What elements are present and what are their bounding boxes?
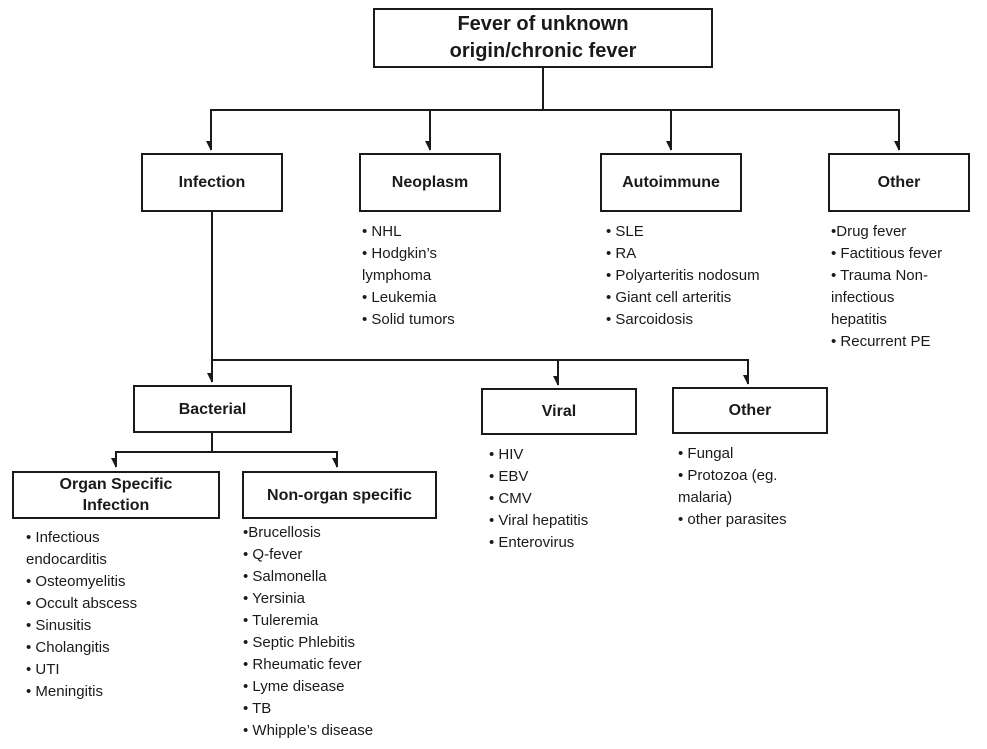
text-line: Infection [82,497,150,514]
text-line: infectious [831,289,895,306]
text-line: • Trauma Non- [831,267,928,284]
text-line: • Meningitis [26,683,103,700]
text-line: • Solid tumors [362,311,455,328]
text-line: • Cholangitis [26,639,110,656]
text-line: Fever of unknown [457,13,629,35]
text-line: • Leukemia [362,289,437,306]
text-line: • EBV [489,468,529,485]
text-line: • HIV [489,446,524,463]
text-line: • Salmonella [243,568,327,585]
text-line: • NHL [362,223,402,240]
text-line: • Whipple’s disease [243,722,374,739]
node-viral: Viral [481,388,637,435]
text-line: • RA [606,245,637,262]
text-line: • Giant cell arteritis [606,289,732,306]
text-line: • Factitious fever [831,245,943,262]
text-line: • Occult abscess [26,595,138,612]
other-mid-list: • Fungal • Protozoa (eg. malaria) • other p… [678,443,787,531]
text-line: • other parasites [678,511,787,528]
text-line: • Septic Phlebitis [243,634,355,651]
text-line: • Sinusitis [26,617,92,634]
text-line: • Protozoa (eg. [678,467,778,484]
text-line: malaria) [678,489,733,506]
text-line: hepatitis [831,311,887,328]
node-non-organ-specific: Non-organ specific [242,471,437,519]
node-neoplasm: Neoplasm [359,153,501,212]
text-line: • Rheumatic fever [243,656,362,673]
text-line: • Enterovirus [489,534,575,551]
text-line: endocarditis [26,551,107,568]
text-line: • Sarcoidosis [606,311,693,328]
node-other-top: Other [828,153,970,212]
node-autoimmune: Autoimmune [600,153,742,212]
text-line: • Recurrent PE [831,333,931,350]
node-infection: Infection [141,153,283,212]
autoimmune-list: • SLE • RA • Polyarteritis nodosum • Giant … [606,221,760,331]
non-organ-list: •Brucellosis • Q-fever • Salmonella • Yersi… [243,522,373,742]
text-line: • UTI [26,661,60,678]
node-bacterial: Bacterial [133,385,292,433]
text-line: •Brucellosis [243,524,321,541]
text-line: • Fungal [678,445,734,462]
text-line: • Polyarteritis nodosum [606,267,760,284]
viral-list: • HIV • EBV • CMV • Viral hepatitis • Entero… [489,444,588,554]
text-line: • TB [243,700,272,717]
organ-specific-list: • Infectious endocarditis • Osteomyelitis •… [26,527,137,703]
text-line: • Viral hepatitis [489,512,589,529]
neoplasm-list: • NHL • Hodgkin’s lymphoma • Leukemia • Soli… [362,221,455,331]
text-line: • Hodgkin’s [362,245,438,262]
node-other-mid: Other [672,387,828,434]
text-line: lymphoma [362,267,432,284]
text-line: • Tuleremia [243,612,319,629]
other-top-list: •Drug fever • Factitious fever • Trauma No… [831,221,942,353]
text-line: • Yersinia [243,590,305,607]
text-line: •Drug fever [831,223,907,240]
text-line: Organ Specific [59,476,173,493]
text-line: • Q-fever [243,546,303,563]
node-root-fever: Fever of unknown origin/chronic fever [373,8,713,68]
text-line: origin/chronic fever [449,40,637,62]
text-line: • Infectious [26,529,100,546]
text-line: • CMV [489,490,532,507]
text-line: • Osteomyelitis [26,573,126,590]
text-line: • SLE [606,223,644,240]
text-line: • Lyme disease [243,678,345,695]
